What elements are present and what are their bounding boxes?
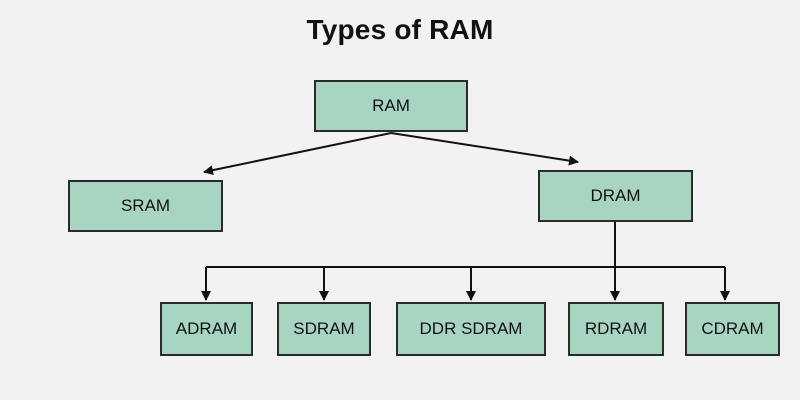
node-rdram-label: RDRAM: [584, 319, 648, 338]
node-adram: ADRAM: [160, 302, 253, 356]
diagram-title: Types of RAM: [306, 14, 494, 45]
node-ddr-sdram: DDR SDRAM: [396, 302, 546, 356]
node-cdram: CDRAM: [685, 302, 780, 356]
node-sram: SRAM: [68, 180, 223, 232]
node-dram-label: DRAM: [590, 186, 641, 205]
node-adram-label: ADRAM: [175, 319, 238, 338]
node-dram: DRAM: [538, 170, 693, 222]
node-sdram-label: SDRAM: [293, 319, 355, 338]
edge-ram-sram: [203, 132, 392, 176]
node-ram: RAM: [314, 80, 468, 132]
node-cdram-label: CDRAM: [701, 319, 764, 338]
node-sdram: SDRAM: [277, 302, 371, 356]
edge-ram-dram: [390, 132, 579, 166]
node-rdram: RDRAM: [568, 302, 664, 356]
node-ddr-sdram-label: DDR SDRAM: [419, 319, 523, 338]
node-sram-label: SRAM: [120, 196, 171, 215]
node-ram-label: RAM: [372, 96, 410, 115]
